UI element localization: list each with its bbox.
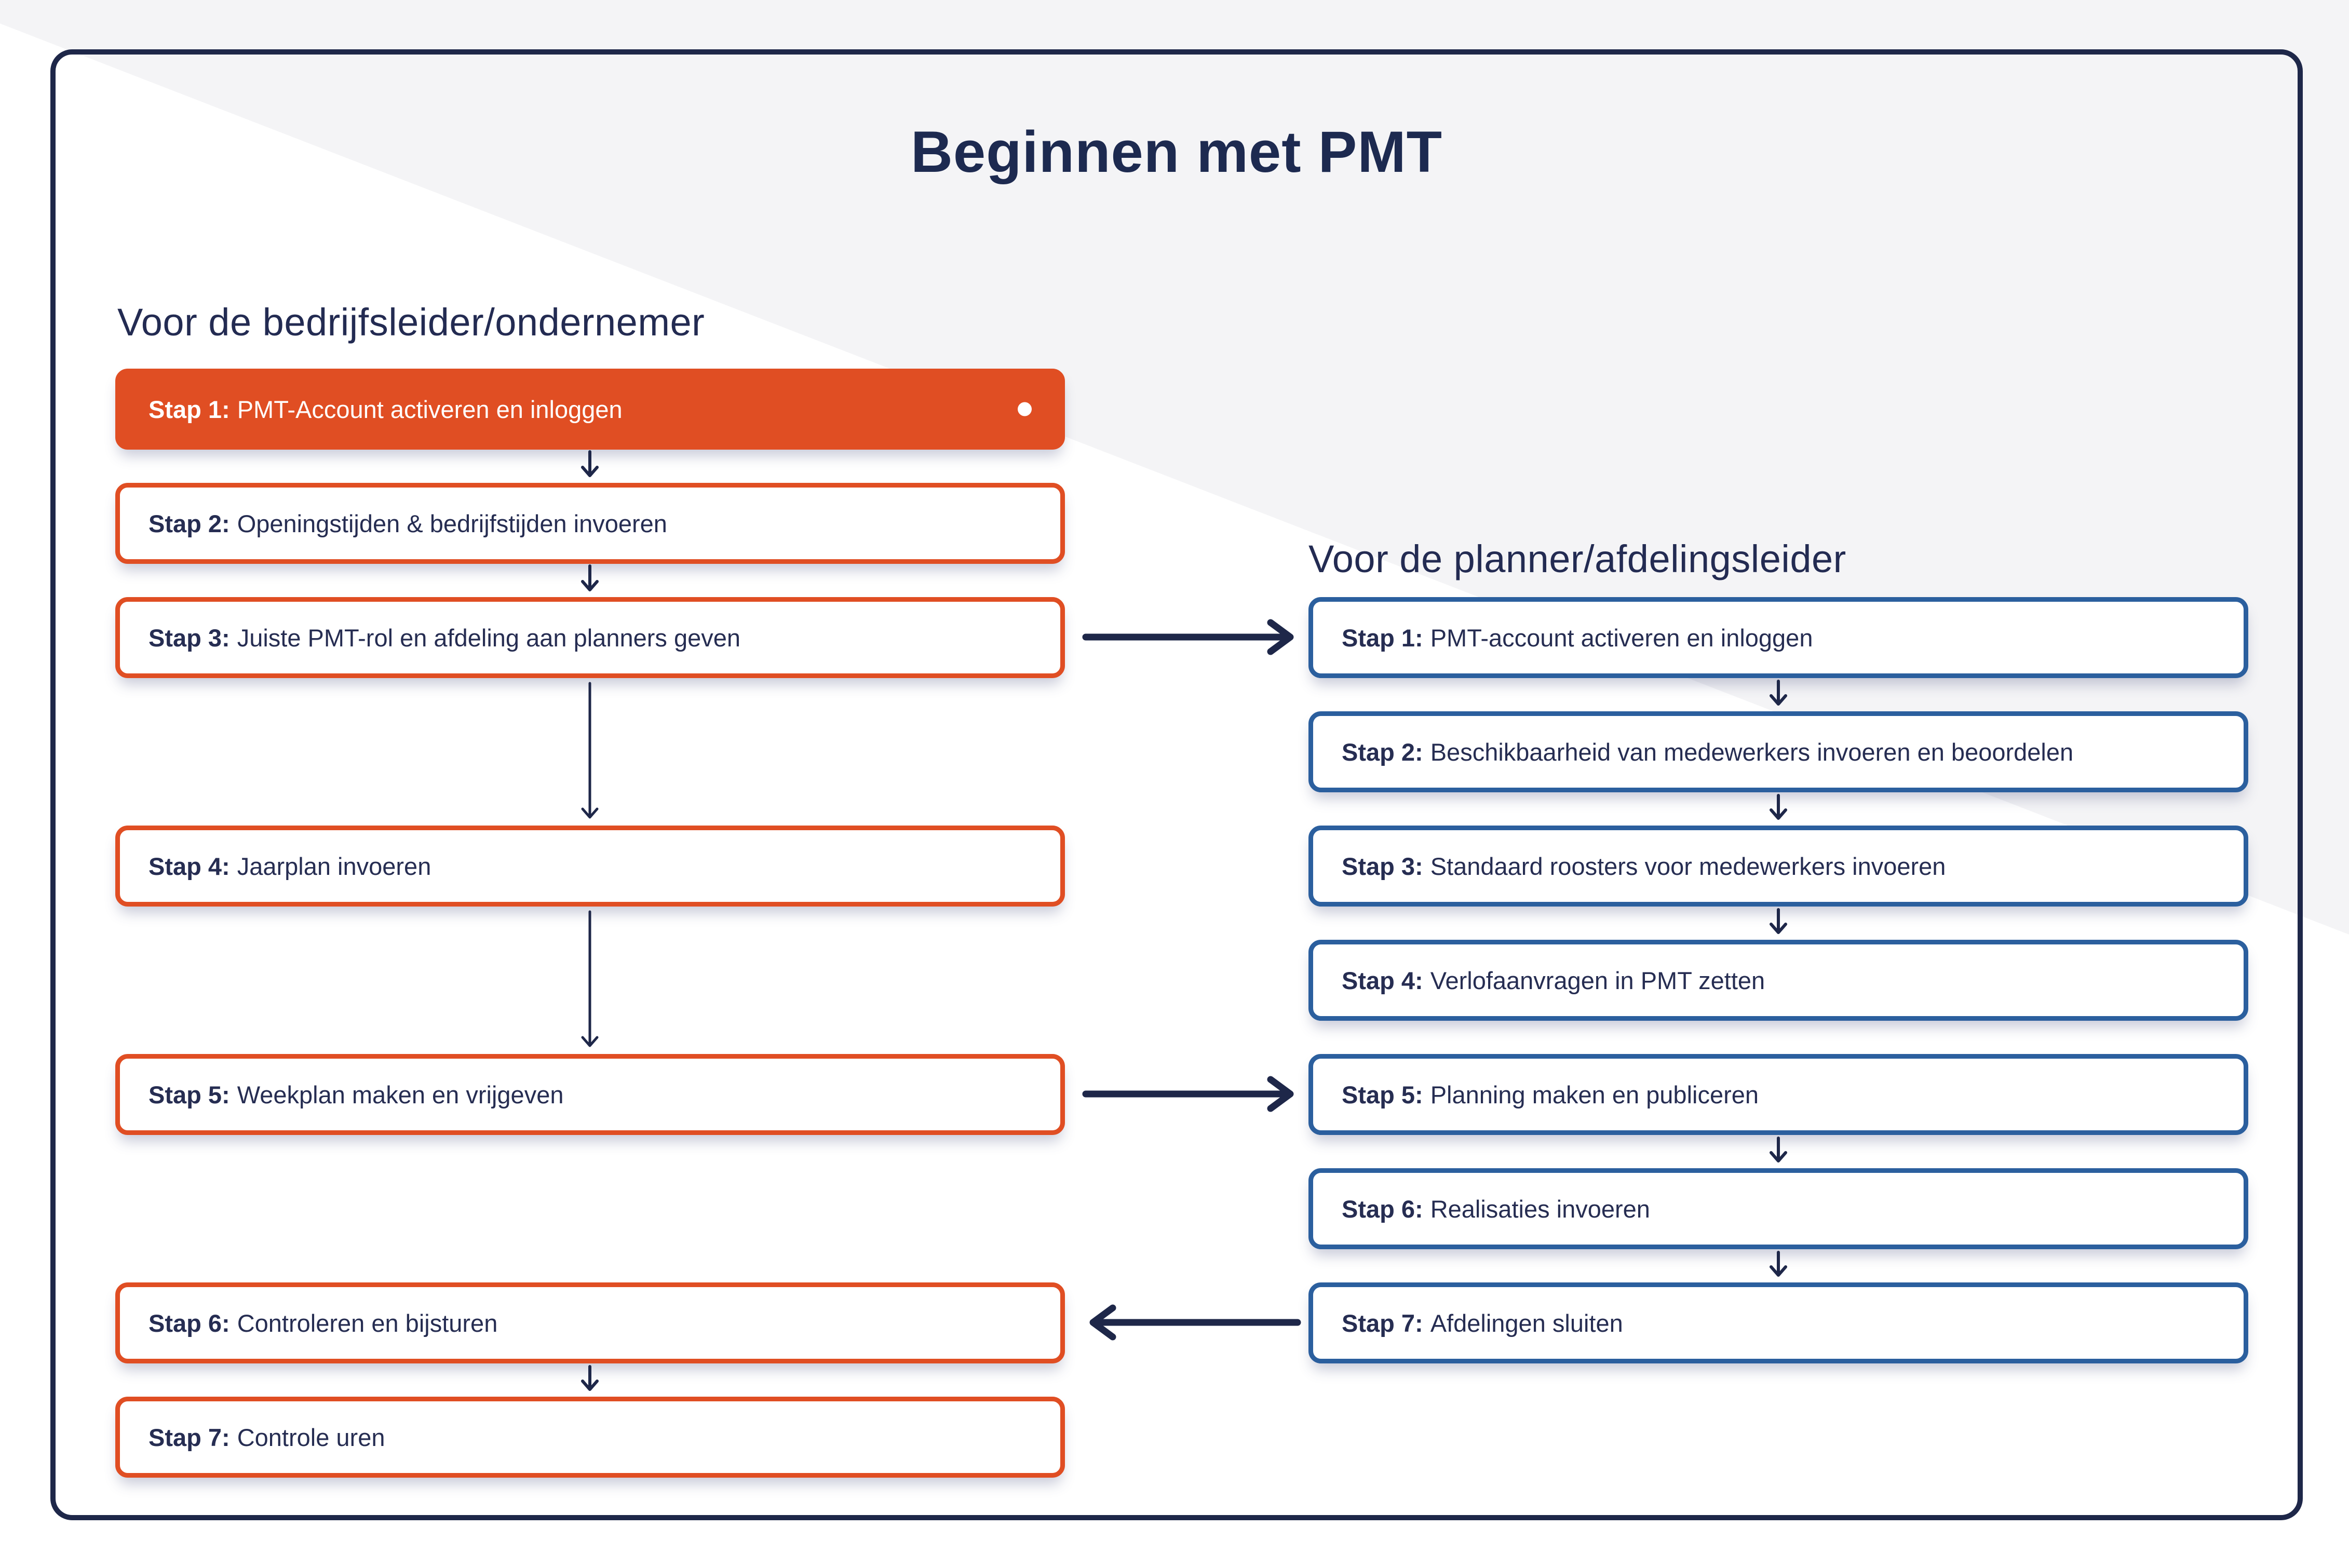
- down-arrow-icon: [581, 450, 599, 477]
- step-text: Planning maken en publiceren: [1430, 1080, 1759, 1109]
- down-arrow-icon: [1770, 1137, 1787, 1163]
- step-text: Controle uren: [237, 1423, 385, 1451]
- step-text: Afdelingen sluiten: [1430, 1309, 1623, 1337]
- step-text: Weekplan maken en vrijgeven: [237, 1080, 564, 1109]
- step-prefix: Stap 6:: [1342, 1195, 1423, 1223]
- step-text: Jaarplan invoeren: [237, 852, 431, 880]
- right-column-header: Voor de planner/afdelingsleider: [1308, 537, 1846, 580]
- left-step-4: Stap 4: Jaarplan invoeren: [115, 826, 1065, 907]
- step-text: Standaard roosters voor medewerkers invo…: [1430, 852, 1946, 880]
- right-step-3: Stap 3: Standaard roosters voor medewerk…: [1308, 826, 2248, 907]
- step-prefix: Stap 4:: [148, 852, 230, 880]
- down-arrow-icon: [1770, 794, 1787, 820]
- step-text: Openingstijden & bedrijfstijden invoeren: [237, 509, 667, 537]
- step-prefix: Stap 3:: [1342, 852, 1423, 880]
- step-prefix: Stap 6:: [148, 1309, 230, 1337]
- step-text: Beschikbaarheid van medewerkers invoeren…: [1430, 738, 2074, 766]
- step-prefix: Stap 4:: [1342, 966, 1423, 994]
- active-step-dot: [1018, 402, 1032, 416]
- right-step-4: Stap 4: Verlofaanvragen in PMT zetten: [1308, 940, 2248, 1021]
- down-arrow-icon: [1770, 1251, 1787, 1277]
- page-title: Beginnen met PMT: [910, 119, 1443, 184]
- down-arrow-icon: [1770, 680, 1787, 706]
- left-column-header: Voor de bedrijfsleider/ondernemer: [117, 301, 705, 344]
- step-text: Juiste PMT-rol en afdeling aan planners …: [237, 624, 741, 652]
- down-arrow-long-icon: [581, 682, 599, 819]
- step-prefix: Stap 7:: [148, 1423, 230, 1451]
- left-step-1: Stap 1: PMT-Account activeren en inlogge…: [115, 369, 1065, 450]
- step-prefix: Stap 5:: [148, 1080, 230, 1109]
- step-prefix: Stap 3:: [148, 624, 230, 652]
- step-prefix: Stap 2:: [148, 509, 230, 537]
- right-step-5: Stap 5: Planning maken en publiceren: [1308, 1054, 2248, 1135]
- step-text: Verlofaanvragen in PMT zetten: [1430, 966, 1765, 994]
- down-arrow-icon: [1770, 908, 1787, 934]
- right-arrow-left5-to-right5-icon: [1082, 1076, 1294, 1112]
- step-prefix: Stap 2:: [1342, 738, 1423, 766]
- step-prefix: Stap 5:: [1342, 1080, 1423, 1109]
- outer-frame: [50, 49, 2303, 1520]
- left-step-2: Stap 2: Openingstijden & bedrijfstijden …: [115, 483, 1065, 564]
- step-text: Realisaties invoeren: [1430, 1195, 1650, 1223]
- step-text: Controleren en bijsturen: [237, 1309, 498, 1337]
- left-arrow-right7-to-left6-icon: [1089, 1304, 1301, 1341]
- step-prefix: Stap 7:: [1342, 1309, 1423, 1337]
- right-arrow-left3-to-right1-icon: [1082, 619, 1294, 655]
- right-step-1: Stap 1: PMT-account activeren en inlogge…: [1308, 597, 2248, 678]
- down-arrow-icon: [581, 1365, 599, 1391]
- right-step-2: Stap 2: Beschikbaarheid van medewerkers …: [1308, 711, 2248, 792]
- step-prefix: Stap 1:: [1342, 624, 1423, 652]
- left-step-6: Stap 6: Controleren en bijsturen: [115, 1282, 1065, 1363]
- right-step-6: Stap 6: Realisaties invoeren: [1308, 1168, 2248, 1249]
- step-text: PMT-Account activeren en inloggen: [237, 395, 623, 423]
- left-step-5: Stap 5: Weekplan maken en vrijgeven: [115, 1054, 1065, 1135]
- left-step-7: Stap 7: Controle uren: [115, 1397, 1065, 1478]
- left-step-3: Stap 3: Juiste PMT-rol en afdeling aan p…: [115, 597, 1065, 678]
- step-text: PMT-account activeren en inloggen: [1430, 624, 1813, 652]
- down-arrow-icon: [581, 564, 599, 591]
- down-arrow-long-icon: [581, 910, 599, 1047]
- step-prefix: Stap 1:: [148, 395, 230, 423]
- right-step-7: Stap 7: Afdelingen sluiten: [1308, 1282, 2248, 1363]
